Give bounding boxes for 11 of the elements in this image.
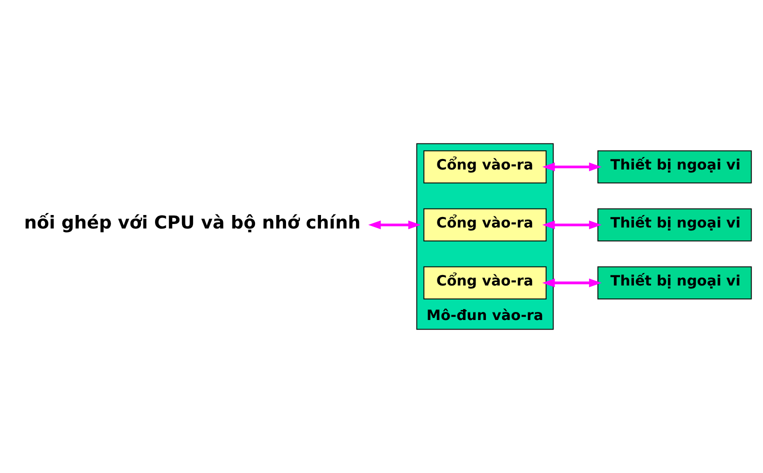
node-box: Thiết bị ngoại vi	[597, 266, 752, 300]
node-box: Cổng vào-ra	[423, 150, 547, 184]
arrow	[542, 162, 602, 172]
node-box: Thiết bị ngoại vi	[597, 150, 752, 184]
arrow	[542, 278, 602, 288]
arrow	[542, 220, 602, 230]
arrow	[368, 220, 421, 230]
node-text: nối ghép với CPU và bộ nhớ chính	[24, 212, 361, 234]
node-box: Cổng vào-ra	[423, 208, 547, 242]
node-box: Cổng vào-ra	[423, 266, 547, 300]
node-box: Thiết bị ngoại vi	[597, 208, 752, 242]
